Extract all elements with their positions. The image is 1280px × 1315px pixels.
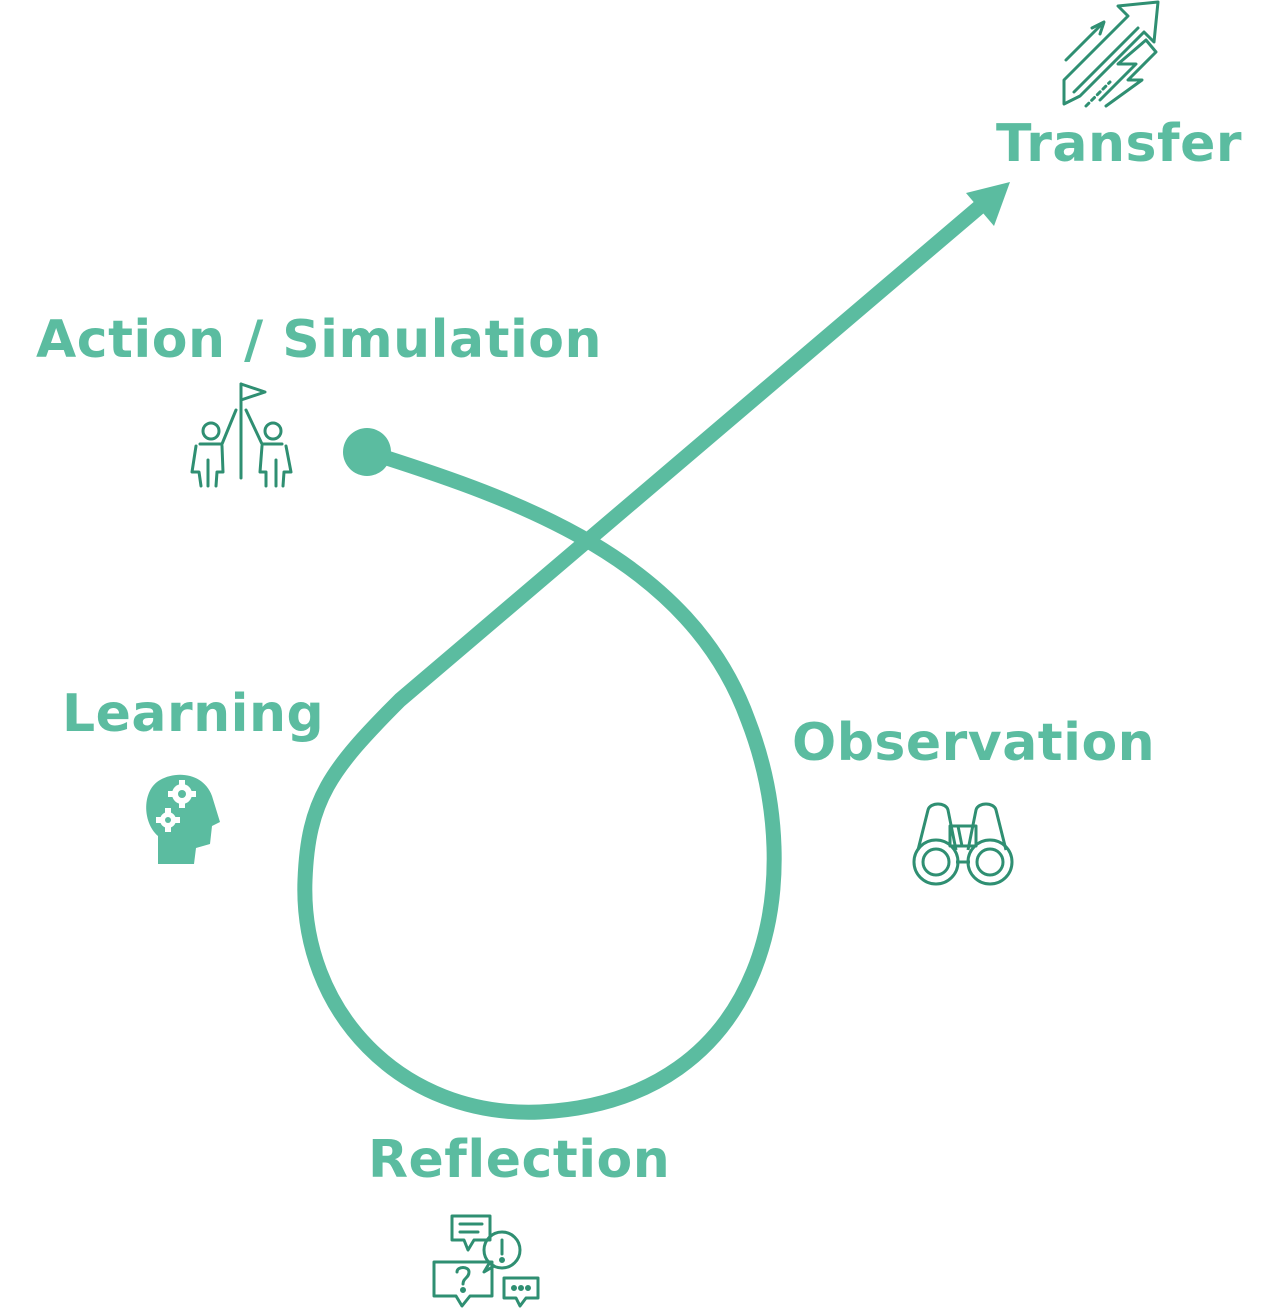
- cycle-path: [297, 190, 998, 1120]
- head-gears-icon: [146, 774, 220, 864]
- stage-label-learning: Learning: [62, 684, 325, 744]
- stage-label-observation: Observation: [792, 713, 1156, 773]
- start-dot: [343, 428, 391, 476]
- teamwork-flag-icon: [190, 382, 293, 488]
- rising-arrows-icon: [1062, 0, 1160, 108]
- binoculars-icon: [912, 802, 1014, 886]
- arrow-head: [966, 182, 1010, 226]
- stage-label-transfer: Transfer: [996, 114, 1242, 174]
- stage-label-reflection: Reflection: [368, 1130, 671, 1190]
- speech-bubbles-icon: [432, 1214, 540, 1308]
- stage-label-action-simulation: Action / Simulation: [36, 310, 603, 370]
